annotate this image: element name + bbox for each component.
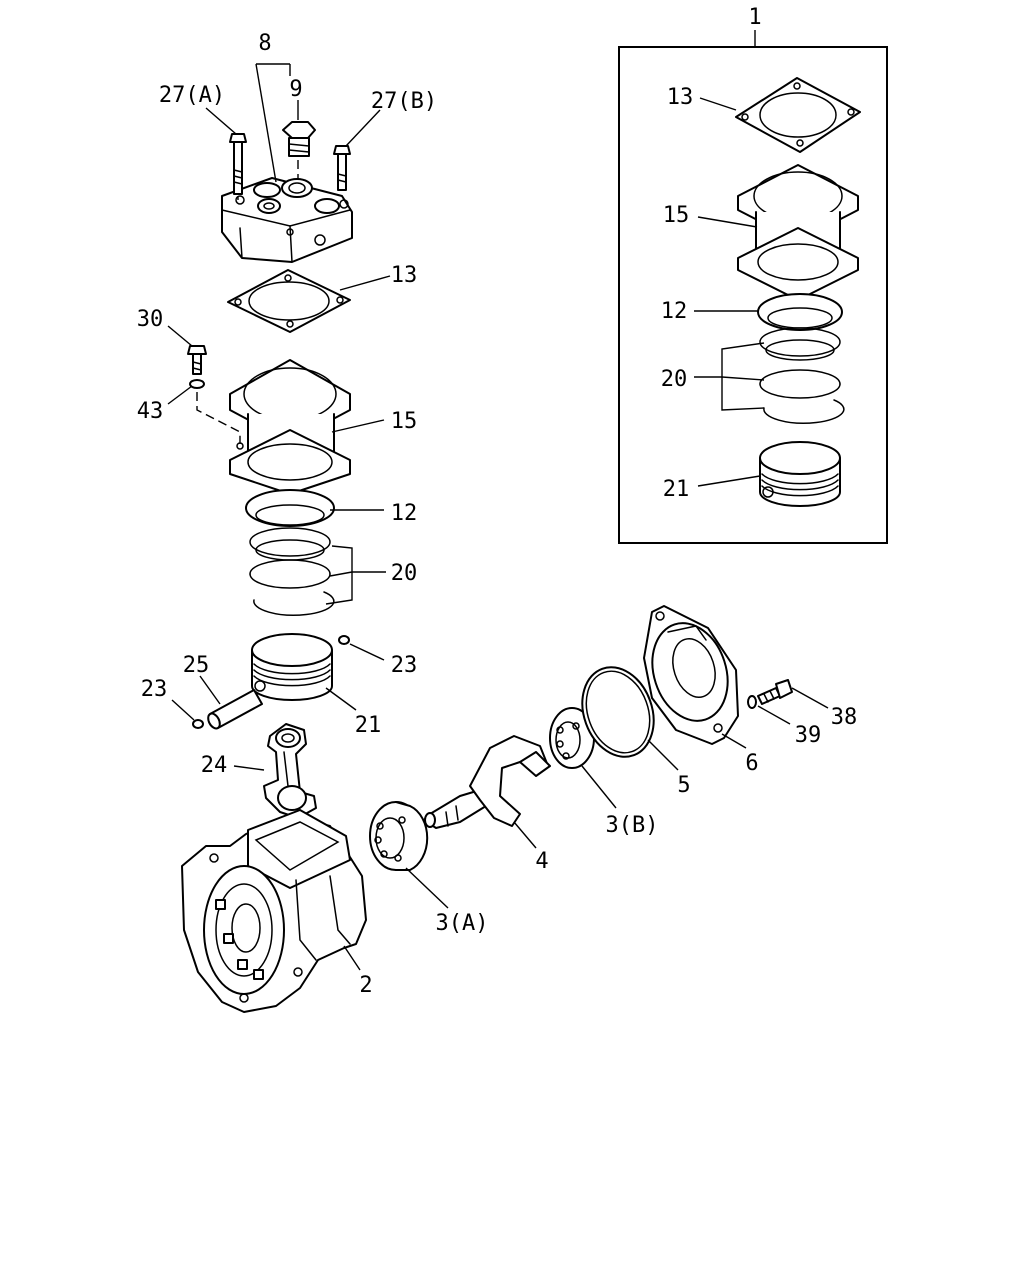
label-39: 39 xyxy=(795,723,822,748)
part-labels: 1 8 9 27(A) 27(B) 13 30 43 15 12 20 23 2… xyxy=(137,5,858,998)
gasket-13 xyxy=(227,269,351,333)
label-23-right: 23 xyxy=(391,653,418,678)
label-38: 38 xyxy=(831,705,858,730)
bolt-27a xyxy=(229,133,247,195)
bolt-30 xyxy=(187,345,207,375)
kit-label-21: 21 xyxy=(663,477,690,502)
kit-ring-12 xyxy=(757,293,843,331)
ring-12 xyxy=(245,489,335,527)
end-cover-6 xyxy=(643,605,739,745)
label-1: 1 xyxy=(748,5,761,30)
crankcase-2 xyxy=(181,809,367,1013)
bearing-3a xyxy=(369,801,429,871)
label-23-left: 23 xyxy=(141,677,168,702)
label-2: 2 xyxy=(359,973,372,998)
kit-label-12: 12 xyxy=(661,299,688,324)
kit-piston-21 xyxy=(759,441,841,507)
label-12: 12 xyxy=(391,501,418,526)
piston-rings-20 xyxy=(249,527,335,616)
kit-label-15: 15 xyxy=(663,203,690,228)
label-6: 6 xyxy=(745,751,758,776)
label-3a: 3(A) xyxy=(436,911,489,936)
kit-box xyxy=(618,30,888,544)
label-21: 21 xyxy=(355,713,382,738)
crankshaft-4 xyxy=(423,735,551,829)
kit-gasket-13 xyxy=(735,77,861,153)
label-43: 43 xyxy=(137,399,164,424)
label-25: 25 xyxy=(183,653,210,678)
label-8: 8 xyxy=(258,31,271,56)
label-15: 15 xyxy=(391,409,418,434)
piston-21 xyxy=(251,633,333,701)
kit-label-13: 13 xyxy=(667,85,694,110)
cylinder-head-8 xyxy=(221,177,353,263)
bolt-38 xyxy=(757,679,793,705)
label-13: 13 xyxy=(391,263,418,288)
label-27a: 27(A) xyxy=(159,83,225,108)
bolt-27b xyxy=(333,145,351,191)
label-20: 20 xyxy=(391,561,418,586)
snap-ring-23-right xyxy=(338,635,350,645)
leader-lines xyxy=(167,63,829,971)
kit-label-20: 20 xyxy=(661,367,688,392)
cylinder-15 xyxy=(229,359,351,495)
washer-43 xyxy=(189,379,205,389)
connecting-rod-24 xyxy=(263,723,317,819)
kit-cylinder-15 xyxy=(737,164,859,301)
label-3b: 3(B) xyxy=(606,813,659,838)
label-5: 5 xyxy=(677,773,690,798)
label-4: 4 xyxy=(535,849,548,874)
label-27b: 27(B) xyxy=(371,89,437,114)
label-30: 30 xyxy=(137,307,164,332)
label-24: 24 xyxy=(201,753,228,778)
snap-ring-23-left xyxy=(192,719,204,729)
kit-piston-rings-20 xyxy=(759,327,845,424)
o-ring-5 xyxy=(581,666,655,758)
label-9: 9 xyxy=(289,77,302,102)
piston-pin-25 xyxy=(207,689,263,730)
washer-39 xyxy=(747,695,757,709)
bearing-3b xyxy=(549,707,595,769)
plug-9 xyxy=(282,121,316,157)
